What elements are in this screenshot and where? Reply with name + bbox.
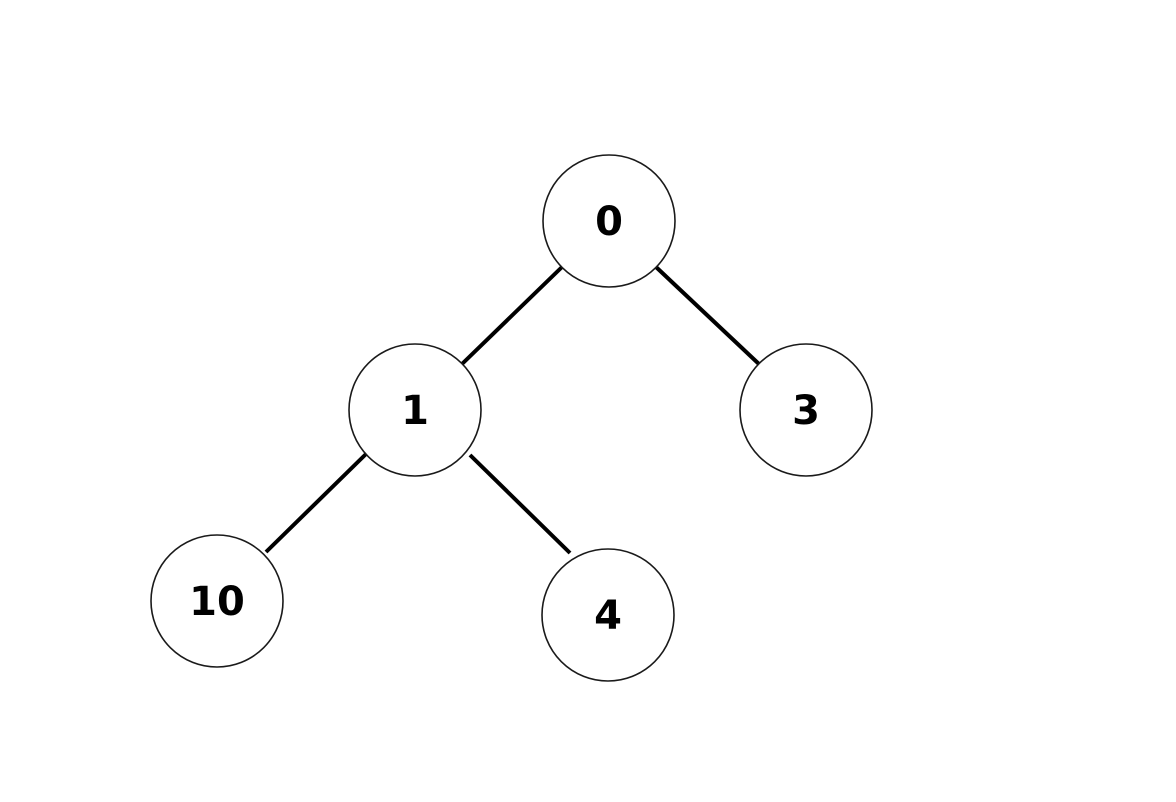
tree-edge-n0-to-n1 — [460, 265, 564, 366]
tree-edge-n1-to-n4 — [468, 453, 572, 555]
node-label-0: 0 — [595, 199, 623, 245]
node-circle-3[interactable] — [739, 343, 873, 477]
node-circle-4[interactable] — [541, 548, 675, 682]
node-layer: 0 1 3 10 4 — [150, 154, 873, 682]
tree-node-3[interactable]: 3 — [739, 343, 873, 477]
node-label-3: 3 — [792, 388, 820, 434]
node-label-4: 4 — [594, 593, 622, 639]
tree-node-4[interactable]: 4 — [541, 548, 675, 682]
node-label-10: 10 — [189, 579, 245, 625]
tree-node-0[interactable]: 0 — [542, 154, 676, 288]
node-circle-10[interactable] — [150, 534, 284, 668]
node-label-1: 1 — [401, 388, 429, 434]
tree-edge-n0-to-n3 — [654, 265, 762, 367]
tree-edge-n1-to-n10 — [264, 452, 368, 554]
tree-node-1[interactable]: 1 — [348, 343, 482, 477]
tree-node-10[interactable]: 10 — [150, 534, 284, 668]
node-circle-1[interactable] — [348, 343, 482, 477]
node-circle-0[interactable] — [542, 154, 676, 288]
edge-layer — [264, 265, 762, 555]
